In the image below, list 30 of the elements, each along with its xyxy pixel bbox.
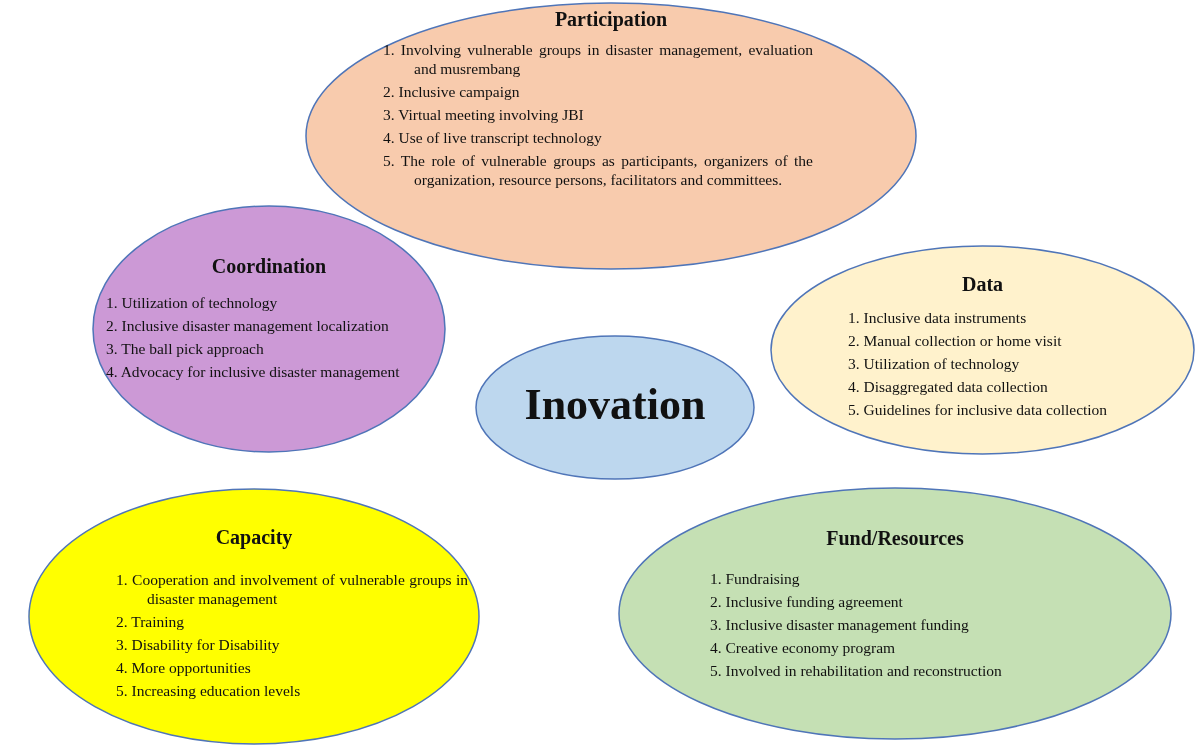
list-item: 2. Inclusive disaster management localization <box>106 316 390 335</box>
list-item: 2. Inclusive funding agreement <box>710 592 904 611</box>
list-item: 3. Disability for Disability <box>116 635 281 654</box>
list-item: 1. Fundraising <box>710 569 801 588</box>
heading: Capacity <box>214 526 294 549</box>
list-item: 4. Disaggregated data collection <box>848 377 1049 396</box>
list-item: 1. Involving vulnerable groups in disaster management, evaluation and musrembang <box>383 40 813 78</box>
list-item: 4. Use of live transcript technology <box>383 128 603 147</box>
list-item: 2. Inclusive campaign <box>383 82 521 101</box>
list-item: 1. Utilization of technology <box>106 293 279 312</box>
list-item: 2. Training <box>116 612 186 631</box>
list-item: 4. Creative economy program <box>710 638 897 657</box>
heading: Coordination <box>210 255 328 278</box>
list-item: 3. Utilization of technology <box>848 354 1021 373</box>
list-item: 5. Guidelines for inclusive data collection <box>848 400 1109 419</box>
list-item: 5. Involved in rehabilitation and reconstruction <box>710 661 1003 680</box>
list-item: 2. Manual collection or home visit <box>848 331 1063 350</box>
list-item: 5. Increasing education levels <box>116 681 302 700</box>
list-item: 4. More opportunities <box>116 658 252 677</box>
list-item: 3. Inclusive disaster management funding <box>710 615 970 634</box>
list-item: 1. Cooperation and involvement of vulnerable groups in disaster management <box>116 570 468 608</box>
heading: Participation <box>553 8 669 31</box>
list-item: 3. The ball pick approach <box>106 339 265 358</box>
list-item: 1. Inclusive data instruments <box>848 308 1028 327</box>
heading: Inovation <box>523 379 707 430</box>
heading: Data <box>960 273 1005 296</box>
list-item: 5. The role of vulnerable groups as participants, organizers of the organization, resource persons, facilitators and committees. <box>383 151 813 189</box>
list-item: 4. Advocacy for inclusive disaster management <box>106 362 401 381</box>
list-item: 3. Virtual meeting involving JBI <box>383 105 585 124</box>
heading: Fund/Resources <box>825 527 965 550</box>
